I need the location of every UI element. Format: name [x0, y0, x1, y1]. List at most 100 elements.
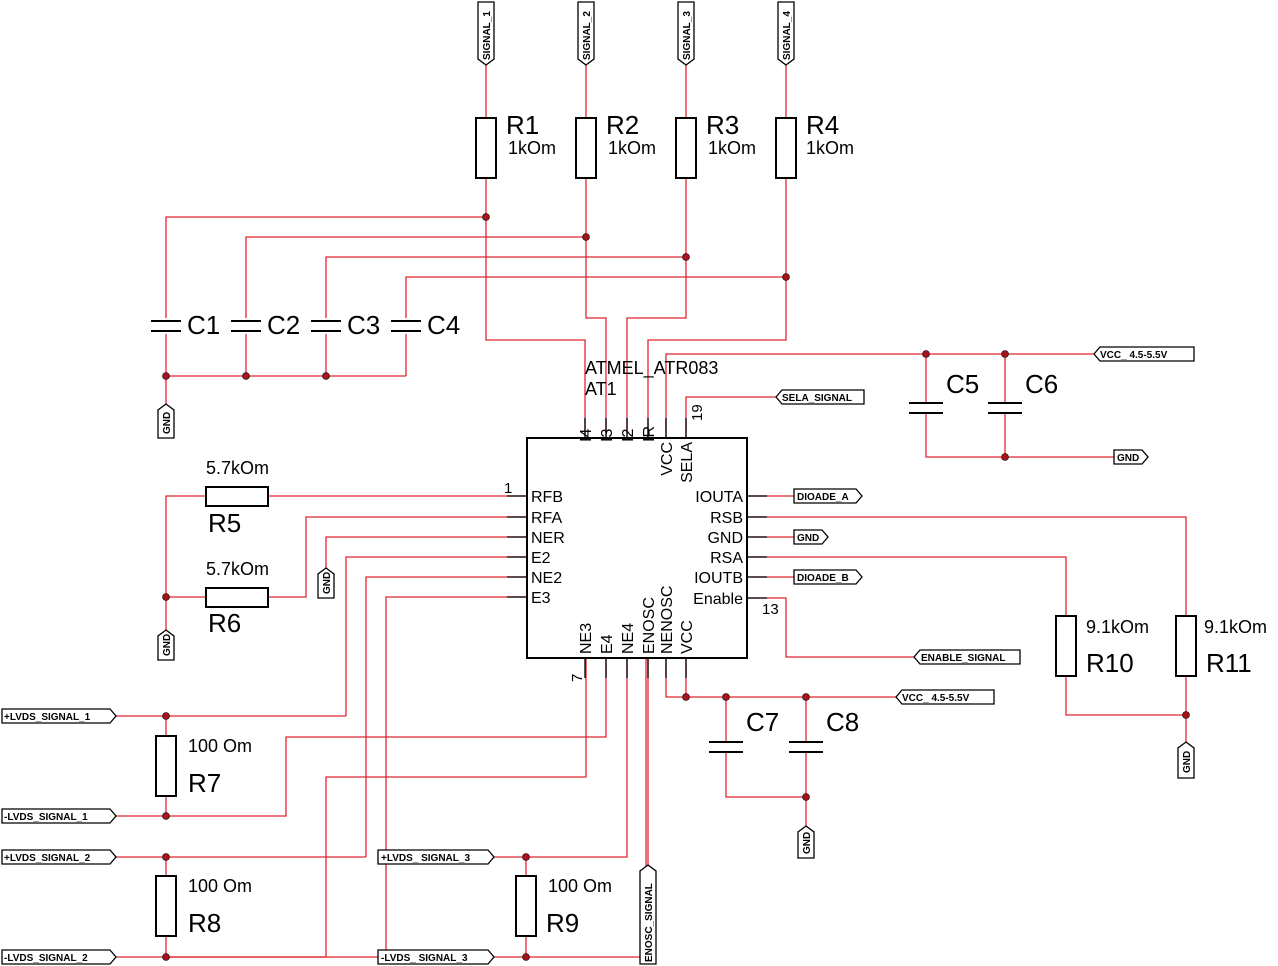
r3-ref: R3 [706, 110, 739, 140]
pin-i2: I2 [620, 429, 637, 442]
r3-value: 1kOm [708, 138, 756, 158]
pin-gnd: GND [707, 530, 743, 547]
pin-i3: I3 [599, 429, 616, 442]
svg-text:+LVDS_SIGNAL_2: +LVDS_SIGNAL_2 [4, 853, 91, 864]
svg-text:-LVDS_ SIGNAL_3: -LVDS_ SIGNAL_3 [381, 953, 468, 964]
pin-vcc-top: VCC [659, 442, 676, 476]
c7-ref: C7 [746, 707, 779, 737]
svg-text:SIGNAL_3: SIGNAL_3 [682, 11, 693, 60]
svg-text:+LVDS_SIGNAL_1: +LVDS_SIGNAL_1 [4, 712, 91, 723]
r9-ref: R9 [546, 908, 579, 938]
svg-text:DIOADE_B: DIOADE_B [797, 573, 849, 584]
net-lvds-n1: -LVDS_SIGNAL_1 [1, 808, 117, 824]
r2-value: 1kOm [608, 138, 656, 158]
r9-value: 100 Om [548, 876, 612, 896]
pin-rsa: RSA [710, 550, 743, 567]
svg-text:SIGNAL_2: SIGNAL_2 [582, 11, 593, 60]
resistor-r8: 100 Om R8 [155, 875, 252, 938]
net-lvds-p3: +LVDS_ SIGNAL_3 [377, 849, 495, 865]
pin-nenosc: NENOSC [659, 586, 676, 654]
capacitor-c6: C6 [988, 369, 1058, 414]
resistor-r7: 100 Om R7 [155, 735, 252, 798]
resistor-r6: 5.7kOm R6 [205, 559, 269, 638]
resistor-r9: 100 Om R9 [515, 875, 612, 938]
pin-ne2: NE2 [531, 570, 562, 587]
svg-text:VCC_ 4.5-5.5V: VCC_ 4.5-5.5V [1100, 350, 1168, 361]
net-vcc-top: VCC_ 4.5-5.5V [1093, 346, 1195, 362]
svg-text:GND: GND [322, 572, 333, 594]
svg-text:-LVDS_SIGNAL_1: -LVDS_SIGNAL_1 [4, 812, 88, 823]
svg-text:SELA_SIGNAL: SELA_SIGNAL [782, 393, 852, 404]
pin-iouta: IOUTA [695, 489, 743, 506]
pin-number-1: 1 [504, 480, 512, 497]
pin-e2: E2 [531, 550, 551, 567]
pin-i4: I4 [578, 429, 595, 442]
svg-text:GND: GND [802, 832, 813, 854]
net-signal-4: SIGNAL_4 [777, 1, 795, 66]
capacitor-c1: C1 [151, 310, 220, 340]
r2-ref: R2 [606, 110, 639, 140]
svg-text:+LVDS_ SIGNAL_3: +LVDS_ SIGNAL_3 [381, 853, 470, 864]
c2-ref: C2 [267, 310, 300, 340]
chip-at1: ATMEL_ATR083 AT1 RFB RFA NER E2 NE2 E3 I… [504, 358, 779, 682]
svg-text:GND: GND [1117, 453, 1139, 464]
resistor-r3: R3 1kOm [675, 110, 756, 179]
net-gnd-r5r6: GND [157, 629, 175, 661]
net-vcc-bottom: VCC_ 4.5-5.5V [895, 689, 995, 705]
pin-ner: NER [531, 530, 565, 547]
pin-ne3: NE3 [578, 623, 595, 654]
r4-ref: R4 [806, 110, 839, 140]
net-signal-2: SIGNAL_2 [577, 1, 595, 66]
pin-sela: SELA [679, 442, 696, 483]
chip-reference: AT1 [585, 379, 617, 399]
pin-vcc-bottom: VCC [679, 620, 696, 654]
pin-rfa: RFA [531, 510, 562, 527]
pin-stubs [507, 418, 767, 678]
r5-ref: R5 [208, 508, 241, 538]
r5-value: 5.7kOm [206, 458, 269, 478]
net-gnd-r10r11: GND [1177, 741, 1195, 779]
c5-ref: C5 [946, 369, 979, 399]
pin-number-7: 7 [569, 674, 586, 682]
svg-text:VCC_ 4.5-5.5V: VCC_ 4.5-5.5V [902, 693, 970, 704]
wires [116, 65, 1187, 958]
net-gnd-c5c6: GND [1113, 449, 1149, 465]
capacitor-c4: C4 [391, 310, 460, 340]
net-signal-3: SIGNAL_3 [677, 1, 695, 66]
r8-ref: R8 [188, 908, 221, 938]
pin-number-13: 13 [762, 601, 779, 618]
r6-ref: R6 [208, 608, 241, 638]
svg-text:GND: GND [162, 412, 173, 434]
net-dioade-a: DIOADE_A [793, 488, 863, 504]
pin-rfb: RFB [531, 489, 563, 506]
pin-ne4: NE4 [620, 623, 637, 654]
net-gnd-caps: GND [157, 403, 175, 439]
c3-ref: C3 [347, 310, 380, 340]
capacitor-c7: C7 [709, 707, 779, 753]
r10-ref: R10 [1086, 648, 1134, 678]
svg-text:GND: GND [797, 533, 819, 544]
r1-value: 1kOm [508, 138, 556, 158]
r11-ref: R11 [1206, 648, 1252, 678]
net-lvds-p1: +LVDS_SIGNAL_1 [1, 708, 117, 724]
r6-value: 5.7kOm [206, 559, 269, 579]
resistor-r5: 5.7kOm R5 [205, 458, 269, 538]
r4-value: 1kOm [806, 138, 854, 158]
r11-value: 9.1kOm [1204, 617, 1267, 637]
resistor-r11: 9.1kOm R11 [1175, 615, 1267, 678]
capacitor-c5: C5 [909, 369, 979, 414]
net-enosc: ENOSC_SIGNAL [639, 864, 657, 965]
resistor-r10: 9.1kOm R10 [1055, 615, 1149, 678]
svg-text:GND: GND [1182, 751, 1193, 773]
svg-text:SIGNAL_1: SIGNAL_1 [482, 11, 493, 60]
r7-value: 100 Om [188, 736, 252, 756]
net-gnd-chip: GND [793, 529, 829, 545]
net-gnd-ner: GND [317, 567, 335, 599]
pin-number-19: 19 [689, 404, 706, 421]
resistor-r1: R1 1kOm [475, 110, 556, 179]
capacitor-c3: C3 [311, 310, 380, 340]
c8-ref: C8 [826, 707, 859, 737]
c6-ref: C6 [1025, 369, 1058, 399]
c1-ref: C1 [187, 310, 220, 340]
